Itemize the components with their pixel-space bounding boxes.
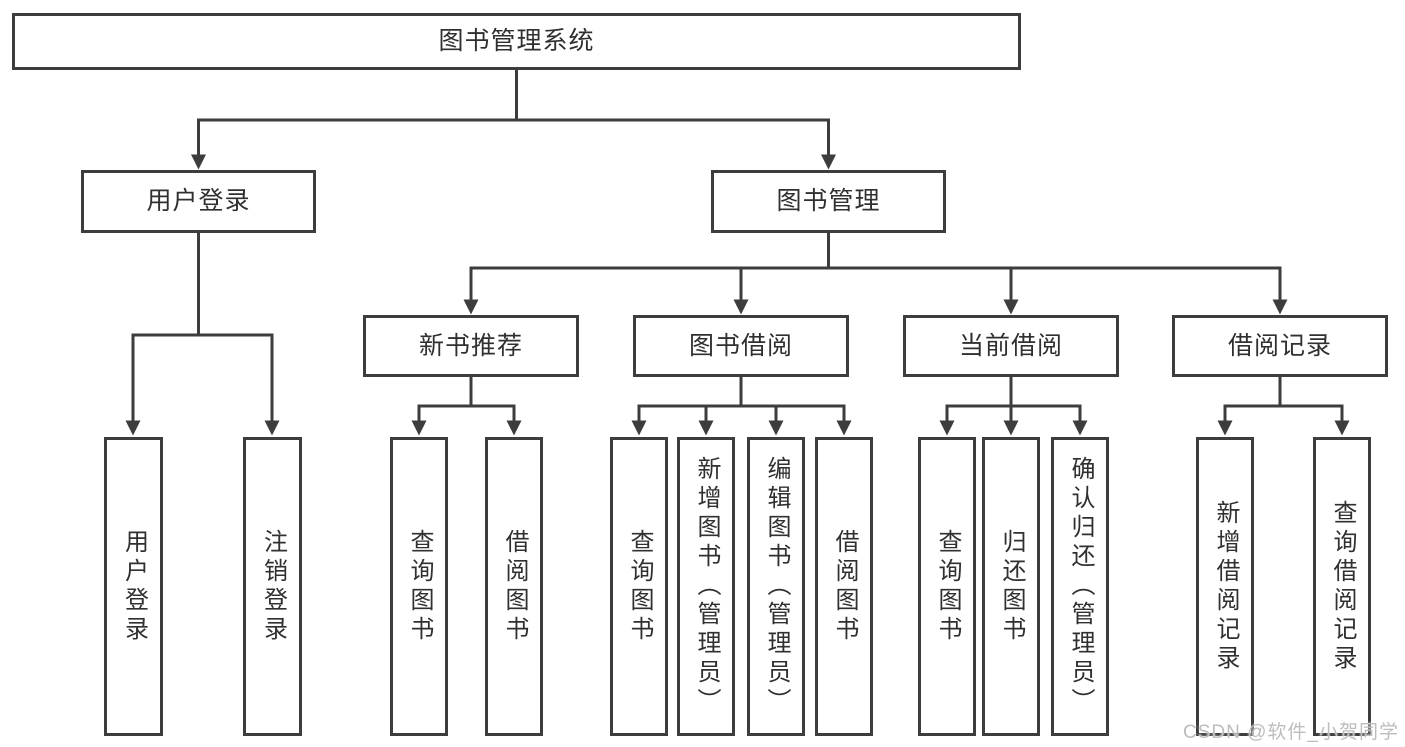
node-borrowing-records: 借阅记录 bbox=[1172, 315, 1388, 377]
leaf-add-borrow-record: 新增借阅记录 bbox=[1196, 437, 1254, 736]
leaf-borrow-books-recommend: 借阅图书 bbox=[485, 437, 543, 736]
leaf-user-login: 用户登录 bbox=[104, 437, 163, 736]
node-new-book-recommendation: 新书推荐 bbox=[363, 315, 579, 377]
node-user-login: 用户登录 bbox=[81, 170, 316, 233]
node-library-management-system: 图书管理系统 bbox=[12, 13, 1021, 70]
leaf-query-books-current: 查询图书 bbox=[918, 437, 976, 736]
node-current-borrowing: 当前借阅 bbox=[903, 315, 1119, 377]
leaf-confirm-return-admin: 确认归还（管理员） bbox=[1051, 437, 1109, 736]
leaf-logout: 注销登录 bbox=[243, 437, 302, 736]
leaf-query-borrow-record: 查询借阅记录 bbox=[1313, 437, 1371, 736]
csdn-watermark: CSDN @软件_小贺同学 bbox=[1183, 722, 1399, 743]
node-book-borrowing: 图书借阅 bbox=[633, 315, 849, 377]
leaf-borrow-books: 借阅图书 bbox=[815, 437, 873, 736]
node-book-management: 图书管理 bbox=[711, 170, 946, 233]
leaf-query-books-recommend: 查询图书 bbox=[390, 437, 448, 736]
leaf-return-book: 归还图书 bbox=[982, 437, 1040, 736]
leaf-edit-book-admin: 编辑图书（管理员） bbox=[747, 437, 805, 736]
leaf-query-books-borrow: 查询图书 bbox=[610, 437, 668, 736]
leaf-add-book-admin: 新增图书（管理员） bbox=[677, 437, 735, 736]
